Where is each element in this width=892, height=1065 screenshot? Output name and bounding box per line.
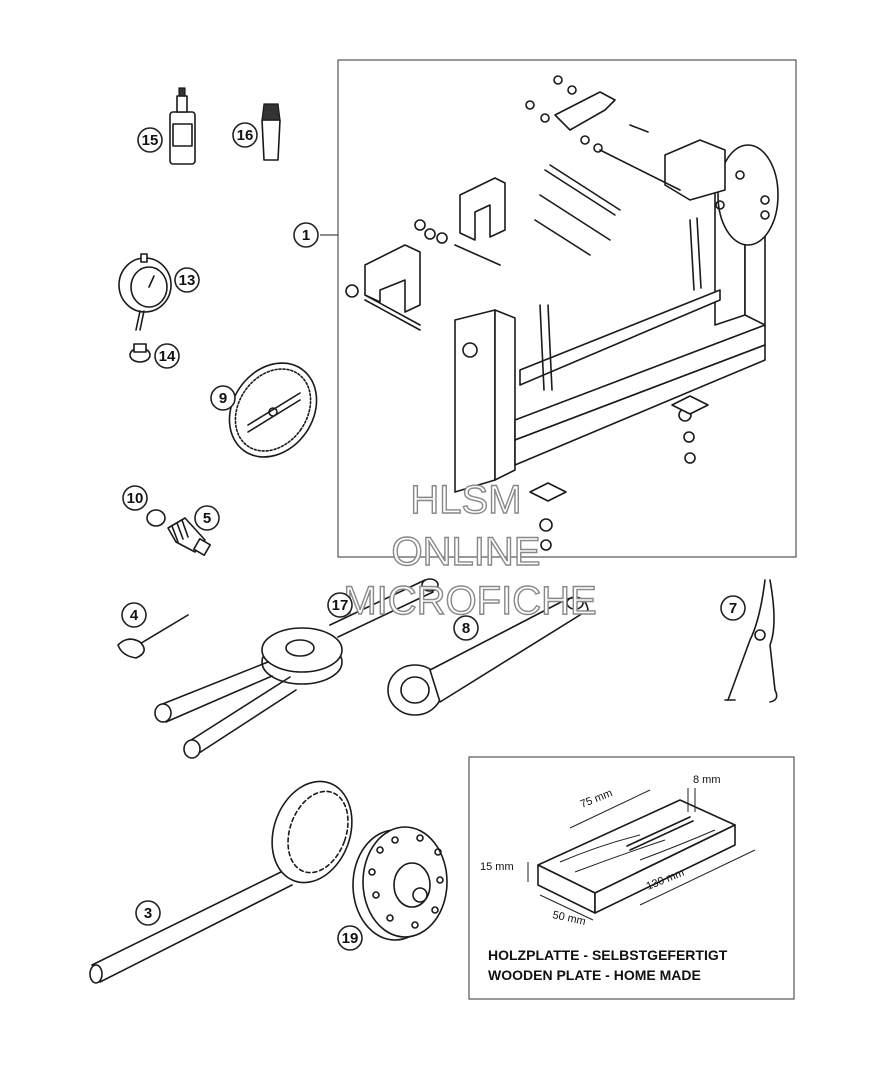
dim-slot: 8 mm [693,774,721,786]
holding-spanner-drawing [387,596,589,716]
gauge-adapter-drawing [129,343,151,363]
dim-width-top: 75 mm [579,787,615,811]
degree-wheel-drawing [228,362,318,458]
callout-3-label: 3 [144,905,152,922]
circlip-pliers-drawing [724,579,778,703]
callout-9-label: 9 [219,390,227,407]
puller-drawing [154,578,439,759]
callout-4-label: 4 [130,607,139,624]
thread-locker-bottle-drawing [169,87,196,165]
callout-15-label: 15 [142,132,159,149]
callout-7-label: 7 [729,600,737,617]
callout-15: 15 [137,127,163,153]
callout-10: 10 [122,485,148,511]
dim-thickness: 15 mm [480,861,514,873]
clutch-holder-drawing [89,780,353,984]
bushing-drawing [146,509,166,527]
dim-width-bottom: 50 mm [551,909,586,928]
callout-17: 17 [327,592,353,618]
callout-1-label: 1 [302,227,310,244]
callout-9: 9 [210,385,236,411]
callout-14: 14 [154,343,180,369]
callout-5-label: 5 [203,510,211,527]
flywheel-puller-drawing [352,826,448,941]
callout-14-label: 14 [159,348,176,365]
callout-19: 19 [337,925,363,951]
callout-3: 3 [135,900,161,926]
callout-7: 7 [720,595,746,621]
callout-16: 16 [232,122,258,148]
engine-stand-frame-box [337,59,797,558]
valve-tool-drawing [167,517,211,556]
grease-tube-drawing [261,103,281,161]
wooden-plate-caption-en: WOODEN PLATE - HOME MADE [488,967,701,983]
wooden-plate-drawing [537,799,736,914]
callout-19-label: 19 [342,930,359,947]
wooden-plate-box [468,756,795,1000]
callout-8-label: 8 [462,620,470,637]
scraper-drawing [117,614,189,659]
callout-10-label: 10 [127,490,144,507]
callout-5: 5 [194,505,220,531]
callout-8: 8 [453,615,479,641]
wooden-plate-dimension-lines [527,788,756,921]
callout-13-label: 13 [179,272,196,289]
callout-4: 4 [121,602,147,628]
callout-13: 13 [174,267,200,293]
callout-16-label: 16 [237,127,254,144]
wooden-plate-caption-de: HOLZPLATTE - SELBSTGEFERTIGT [488,947,728,963]
dial-gauge-drawing [118,253,172,331]
callout-1: 1 [293,222,319,248]
engine-stand-drawing [345,75,779,551]
callout-17-label: 17 [332,597,349,614]
watermark-line-2: ONLINE [392,530,541,574]
watermark-line-1: HLSM [410,478,521,522]
